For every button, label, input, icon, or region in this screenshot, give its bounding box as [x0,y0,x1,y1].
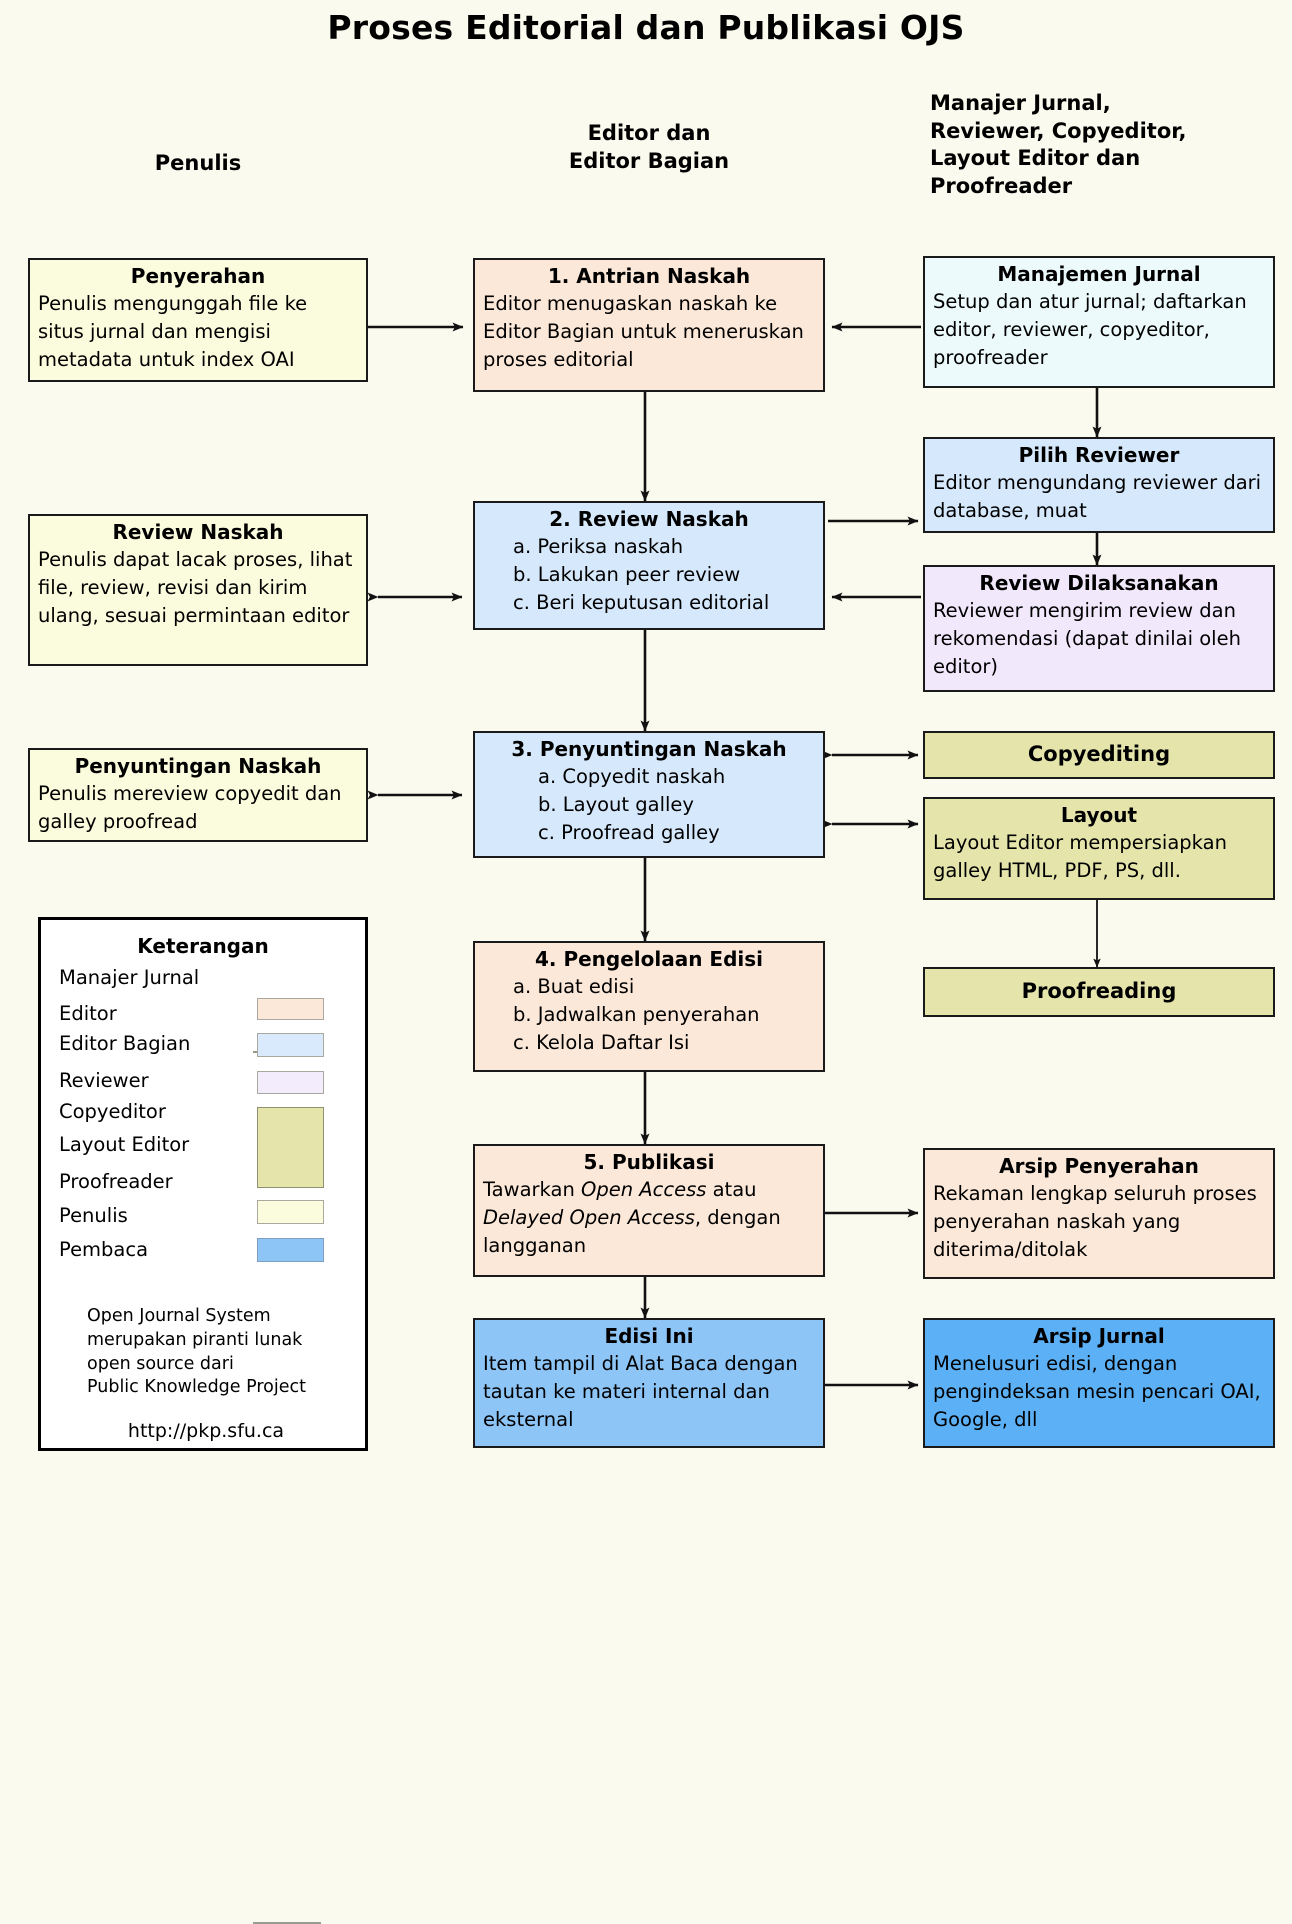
box-arsip-penyerahan-body: Rekaman lengkap seluruh proses penyeraha… [933,1181,1257,1261]
publikasi-em-open-access: Open Access [581,1177,707,1201]
box-edisi-ini[interactable]: Edisi Ini Item tampil di Alat Baca denga… [473,1318,825,1448]
legend-rows: Manajer Jurnal Editor Editor Bagian Revi… [41,966,365,1266]
legend-swatch-reviewer [257,1071,324,1094]
box-penyerahan[interactable]: Penyerahan Penulis mengunggah file ke si… [28,258,368,382]
box-antrian-naskah-title: 1. Antrian Naskah [547,264,751,288]
column-header-manajer-line4: Proofreader [930,174,1073,199]
legend-row-proofreader: Proofreader [59,1170,173,1193]
column-header-editor-line1: Editor dan [587,121,711,145]
box-pengelolaan-edisi-title: 4. Pengelolaan Edisi [534,947,764,971]
box-review-naskah-penulis[interactable]: Review Naskah Penulis dapat lacak proses… [28,514,368,666]
legend-note-line1: Open Journal System [87,1306,271,1326]
box-penyuntingan-naskah-title: 3. Penyuntingan Naskah [511,737,787,761]
box-manajemen-jurnal[interactable]: Manajemen Jurnal Setup dan atur jurnal; … [923,256,1275,388]
box-layout-body: Layout Editor mempersiapkan galley HTML,… [933,830,1227,882]
box-penyerahan-title: Penyerahan [130,264,266,288]
box-layout[interactable]: Layout Layout Editor mempersiapkan galle… [923,797,1275,900]
list-item: a. Periksa naskah [513,534,684,558]
legend-row-reviewer: Reviewer [59,1069,149,1092]
box-arsip-jurnal[interactable]: Arsip Jurnal Menelusuri edisi, dengan pe… [923,1318,1275,1448]
list-item: b. Jadwalkan penyerahan [513,1002,760,1026]
box-review-naskah-penulis-body: Penulis dapat lacak proses, lihat file, … [38,547,353,627]
box-manajemen-jurnal-body: Setup dan atur jurnal; daftarkan editor,… [933,289,1247,369]
legend-swatch-copyeditor-layout-proofreader [257,1107,324,1188]
column-header-editor-line2: Editor Bagian [568,148,730,173]
box-review-dilaksanakan-title: Review Dilaksanakan [979,571,1219,595]
legend-row-layout-editor: Layout Editor [59,1133,190,1156]
box-publikasi[interactable]: 5. Publikasi Tawarkan Open Access atau D… [473,1144,825,1277]
legend-row-copyeditor: Copyeditor [59,1100,166,1123]
box-penyuntingan-naskah-list: a. Copyedit naskah b. Layout galley c. P… [483,763,815,847]
box-review-naskah[interactable]: 2. Review Naskah a. Periksa naskah b. La… [473,501,825,630]
publikasi-em-delayed-open-access: Delayed Open Access [483,1205,695,1229]
list-item: a. Buat edisi [513,974,635,998]
column-header-manajer: Manajer Jurnal, Reviewer, Copyeditor, La… [930,90,1292,201]
legend-swatch-editor [257,998,324,1020]
list-item: b. Lakukan peer review [513,562,741,586]
box-penyuntingan-naskah[interactable]: 3. Penyuntingan Naskah a. Copyedit naska… [473,731,825,858]
column-header-penulis-label: Penulis [154,151,242,175]
list-item: b. Layout galley [538,792,694,816]
box-manajemen-jurnal-title: Manajemen Jurnal [997,262,1201,286]
legend-url: http://pkp.sfu.ca [127,1420,285,1442]
column-header-manajer-line3: Layout Editor dan [930,146,1141,171]
box-arsip-jurnal-body: Menelusuri edisi, dengan pengindeksan me… [933,1351,1261,1431]
box-pengelolaan-edisi-list: a. Buat edisi b. Jadwalkan penyerahan c.… [483,973,815,1057]
box-pilih-reviewer[interactable]: Pilih Reviewer Editor mengundang reviewe… [923,437,1275,533]
box-copyediting-title: Copyediting [1027,742,1171,767]
box-review-dilaksanakan[interactable]: Review Dilaksanakan Reviewer mengirim re… [923,565,1275,692]
column-header-penulis: Penulis [28,150,368,178]
box-review-naskah-penulis-title: Review Naskah [112,520,284,544]
column-header-manajer-line1: Manajer Jurnal, [930,91,1111,115]
box-arsip-jurnal-title: Arsip Jurnal [1033,1324,1165,1348]
box-publikasi-body: Tawarkan Open Access atau Delayed Open A… [483,1176,815,1260]
legend-swatch-penulis [257,1200,324,1224]
box-pengelolaan-edisi[interactable]: 4. Pengelolaan Edisi a. Buat edisi b. Ja… [473,941,825,1072]
legend-note-line3: open source dari [87,1353,234,1374]
legend-note-line2: merupakan piranti lunak [87,1329,303,1350]
page-title: Proses Editorial dan Publikasi OJS [327,8,965,47]
box-penyerahan-body: Penulis mengunggah file ke situs jurnal … [38,291,308,371]
publikasi-text-2: atau [706,1177,757,1201]
box-edisi-ini-body: Item tampil di Alat Baca dengan tautan k… [483,1351,798,1431]
box-review-dilaksanakan-body: Reviewer mengirim review dan rekomendasi… [933,598,1241,678]
list-item: c. Beri keputusan editorial [513,590,770,614]
column-header-manajer-line2: Reviewer, Copyeditor, [930,118,1187,143]
publikasi-text-3: , dengan langganan [483,1205,781,1257]
diagram-canvas: Proses Editorial dan Publikasi OJS Penul… [28,8,1292,1924]
legend-row-editor: Editor [59,1002,117,1025]
list-item: c. Proofread galley [538,820,720,844]
legend-swatch-editor-bagian [257,1033,324,1057]
box-proofreading-title: Proofreading [1021,979,1177,1004]
box-copyediting[interactable]: Copyediting [923,731,1275,779]
legend-note-line4: Public Knowledge Project [87,1377,306,1398]
box-antrian-naskah-body: Editor menugaskan naskah ke Editor Bagia… [483,291,804,371]
legend-swatch-pembaca [257,1238,324,1262]
box-pilih-reviewer-body: Editor mengundang reviewer dari database… [933,470,1262,522]
box-antrian-naskah[interactable]: 1. Antrian Naskah Editor menugaskan nask… [473,258,825,392]
box-penyuntingan-penulis-title: Penyuntingan Naskah [74,754,322,778]
box-penyuntingan-penulis-body: Penulis mereview copyedit dan galley pro… [38,781,342,833]
box-edisi-ini-title: Edisi Ini [604,1324,694,1348]
box-review-naskah-title: 2. Review Naskah [549,507,749,531]
box-pilih-reviewer-title: Pilih Reviewer [1018,443,1180,467]
legend-note: Open Journal System merupakan piranti lu… [87,1305,306,1400]
publikasi-text-1: Tawarkan [483,1177,582,1201]
box-penyuntingan-penulis[interactable]: Penyuntingan Naskah Penulis mereview cop… [28,748,368,842]
column-header-editor: Editor dan Editor Bagian [473,120,825,175]
box-arsip-penyerahan-title: Arsip Penyerahan [999,1154,1199,1178]
legend-row-pembaca: Pembaca [59,1238,149,1261]
list-item: c. Kelola Daftar Isi [513,1030,690,1054]
legend-row-editor-bagian: Editor Bagian [59,1032,191,1055]
box-publikasi-title: 5. Publikasi [583,1150,715,1174]
legend-row-penulis: Penulis [59,1204,128,1227]
box-layout-title: Layout [1060,803,1138,827]
box-review-naskah-list: a. Periksa naskah b. Lakukan peer review… [483,533,815,617]
box-arsip-penyerahan[interactable]: Arsip Penyerahan Rekaman lengkap seluruh… [923,1148,1275,1279]
legend-row-manajer-jurnal: Manajer Jurnal [59,966,200,989]
box-proofreading[interactable]: Proofreading [923,967,1275,1017]
list-item: a. Copyedit naskah [538,764,726,788]
legend-title: Keterangan [137,934,269,958]
